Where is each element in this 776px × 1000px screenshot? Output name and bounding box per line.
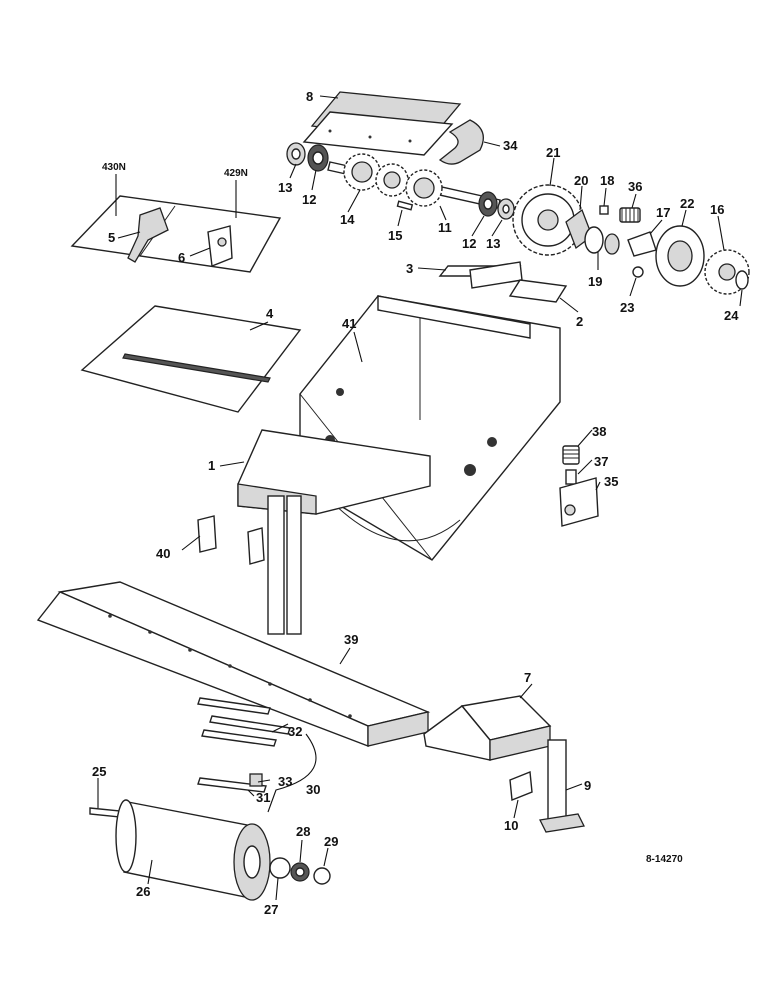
grease-fitting-23 <box>632 266 644 278</box>
callout-32: 32 <box>288 724 302 739</box>
bushing-24 <box>735 270 749 290</box>
callout-labels: 8 430N 429N 5 6 34 13 12 14 15 11 12 13 … <box>92 89 739 917</box>
callout-38: 38 <box>592 424 606 439</box>
slats-32 <box>197 697 291 747</box>
callout-28: 28 <box>296 824 310 839</box>
callout-40: 40 <box>156 546 170 561</box>
callout-39: 39 <box>344 632 358 647</box>
bracket-7 <box>423 695 552 761</box>
plate-6 <box>207 225 233 267</box>
callout-16: 16 <box>710 202 724 217</box>
plate-40-a <box>197 515 217 553</box>
callout-29: 29 <box>324 834 338 849</box>
callout-36: 36 <box>628 179 642 194</box>
jack-9 <box>539 739 585 833</box>
cover-plate-8 <box>302 91 462 156</box>
frame-39 <box>36 581 431 748</box>
callout-13-left: 13 <box>278 180 292 195</box>
callout-17: 17 <box>656 205 670 220</box>
callout-35: 35 <box>604 474 618 489</box>
plate-3 <box>438 261 523 289</box>
group-label-430n: 430N <box>102 162 126 173</box>
sprocket-14-b <box>375 163 409 197</box>
callout-25: 25 <box>92 764 106 779</box>
flange-27 <box>269 857 291 879</box>
callout-13-right: 13 <box>486 236 500 251</box>
callout-10: 10 <box>504 818 518 833</box>
callout-9: 9 <box>584 778 591 793</box>
callout-6: 6 <box>178 250 185 265</box>
leader-lines <box>97 95 743 901</box>
callout-4: 4 <box>266 306 274 321</box>
slat-33-31 <box>197 773 267 793</box>
strap-34 <box>438 119 484 165</box>
plate-2 <box>508 279 568 303</box>
callout-3: 3 <box>406 261 413 276</box>
drawing-number: 8-14270 <box>646 854 683 865</box>
sprocket-14-a <box>343 153 381 191</box>
spring-holder-18 <box>599 205 609 215</box>
bracket-5 <box>127 207 169 263</box>
collar-29 <box>313 867 331 885</box>
spring-36 <box>619 207 641 223</box>
plate-40-b <box>247 527 265 565</box>
callout-26: 26 <box>136 884 150 899</box>
callout-20: 20 <box>574 173 588 188</box>
callout-15: 15 <box>388 228 402 243</box>
callout-5: 5 <box>108 230 115 245</box>
callout-22: 22 <box>680 196 694 211</box>
bearing-13-right <box>497 198 515 220</box>
callout-24: 24 <box>724 308 739 323</box>
callout-18: 18 <box>600 173 614 188</box>
callout-30: 30 <box>306 782 320 797</box>
callout-37: 37 <box>594 454 608 469</box>
main-frame-41 <box>299 295 561 561</box>
key-15 <box>396 200 414 211</box>
callout-8: 8 <box>306 89 313 104</box>
bearing-12-left <box>307 144 329 172</box>
panel-4 <box>80 305 302 413</box>
callout-31: 31 <box>256 790 270 805</box>
latch-35 <box>559 477 599 527</box>
sprocket-14-c <box>405 169 443 207</box>
callout-34: 34 <box>503 138 518 153</box>
callout-23: 23 <box>620 300 634 315</box>
group-label-429n: 429N <box>224 168 248 179</box>
callout-19: 19 <box>588 274 602 289</box>
washer-19 <box>584 226 620 255</box>
pin-37 <box>565 469 577 485</box>
bracket-10 <box>509 771 533 801</box>
callout-7: 7 <box>524 670 531 685</box>
drum-26 <box>115 799 271 901</box>
callout-41: 41 <box>342 316 356 331</box>
callout-1: 1 <box>208 458 215 473</box>
tongue-1 <box>237 429 431 635</box>
kit-panel <box>70 195 282 273</box>
bearing-13-left <box>286 142 306 166</box>
callout-33: 33 <box>278 774 292 789</box>
bearing-28 <box>290 862 310 882</box>
clutch-housing-22 <box>655 225 705 287</box>
callout-2: 2 <box>576 314 583 329</box>
callout-27: 27 <box>264 902 278 917</box>
callout-21: 21 <box>546 145 560 160</box>
bearing-12-right <box>478 191 498 217</box>
callout-12-left: 12 <box>302 192 316 207</box>
callout-12-right: 12 <box>462 236 476 251</box>
hub-17 <box>627 231 657 257</box>
callout-14: 14 <box>340 212 355 227</box>
callout-11: 11 <box>438 220 452 235</box>
spring-38 <box>562 445 580 465</box>
